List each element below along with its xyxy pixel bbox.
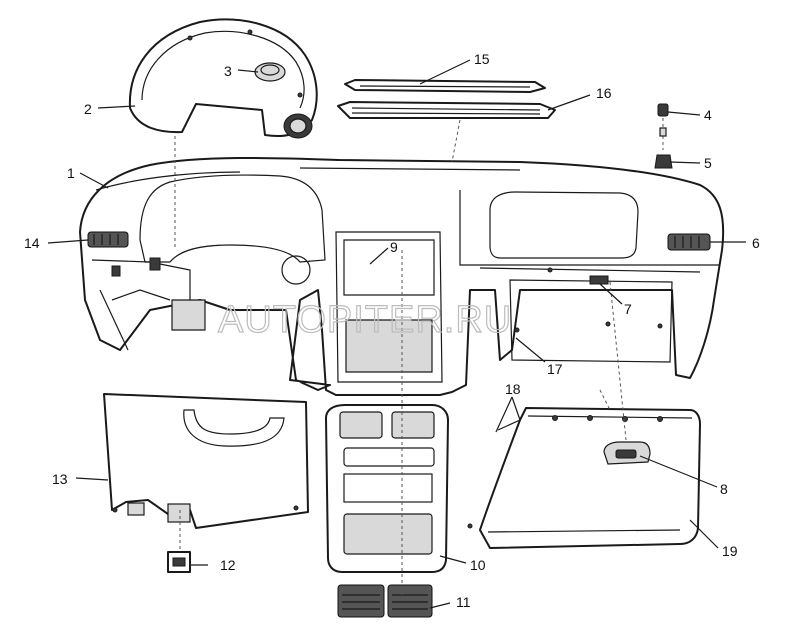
part-8-glovebox-handle <box>603 441 651 465</box>
part-10-center-bezel <box>325 404 449 573</box>
callout-5: 5 <box>704 155 712 171</box>
part-5-bracket <box>654 154 673 169</box>
part-12-switch <box>167 551 191 573</box>
callout-10: 10 <box>470 557 486 573</box>
part-19-glovebox <box>467 407 701 549</box>
hood-round-vent <box>283 113 313 139</box>
part-11-center-vents <box>337 584 433 618</box>
callout-16: 16 <box>596 85 612 101</box>
part-13-lower-knee-panel <box>103 393 309 529</box>
callout-14: 14 <box>24 235 40 251</box>
callout-15: 15 <box>474 51 490 67</box>
leader-lines <box>47 59 746 609</box>
watermark-text: AUTOPITER.RU <box>218 299 512 341</box>
callout-19: 19 <box>722 543 738 559</box>
callout-3: 3 <box>224 63 232 79</box>
callout-8: 8 <box>720 481 728 497</box>
part-16-defroster-grille <box>337 101 556 119</box>
part-4-clip <box>657 103 669 150</box>
callout-1: 1 <box>67 165 75 181</box>
part-14-left-vent <box>87 231 129 248</box>
callout-labels: 1 2 3 4 5 6 7 8 9 10 11 12 13 14 15 16 1… <box>24 51 760 610</box>
callout-18: 18 <box>505 381 521 397</box>
part-15-upper-strip <box>344 79 546 93</box>
callout-7: 7 <box>624 301 632 317</box>
callout-12: 12 <box>220 557 236 573</box>
callout-13: 13 <box>52 471 68 487</box>
part-3-cluster-knob <box>254 62 286 82</box>
part-2-cluster-hood <box>128 18 318 138</box>
callout-6: 6 <box>752 235 760 251</box>
callout-17: 17 <box>547 361 563 377</box>
assembly-lines <box>174 119 627 595</box>
part-6-right-vent <box>667 233 711 251</box>
callout-4: 4 <box>704 107 712 123</box>
callout-9: 9 <box>390 239 398 255</box>
callout-2: 2 <box>84 101 92 117</box>
callout-11: 11 <box>456 594 471 610</box>
